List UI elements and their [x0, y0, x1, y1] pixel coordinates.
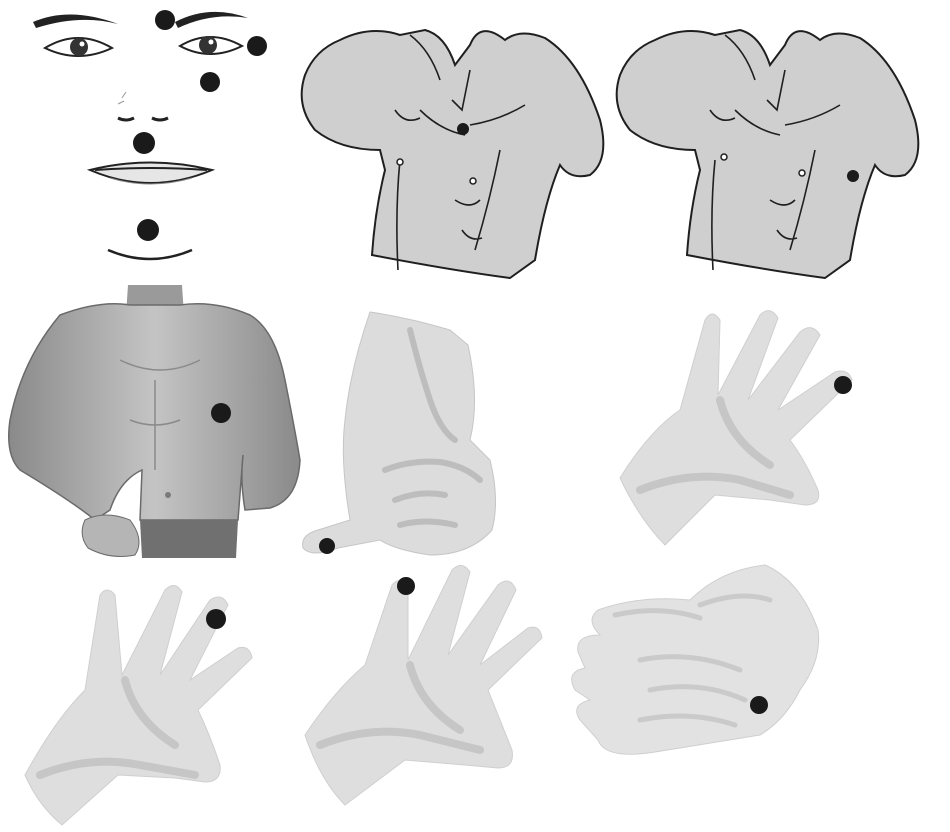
left-eyebrow	[33, 14, 118, 28]
hand-panel-1	[620, 311, 852, 545]
hand-panel-3	[305, 565, 542, 805]
fist-point	[319, 538, 335, 554]
chest-body-2	[617, 30, 919, 278]
right-eyebrow	[175, 12, 248, 28]
hand-3-shape	[305, 565, 542, 805]
torso-hand	[82, 515, 139, 556]
chest-outline-panel-2	[617, 30, 919, 278]
chest-point-1	[457, 123, 469, 135]
hand-1-point	[834, 376, 852, 394]
face-point-temple	[247, 36, 267, 56]
face-panel	[33, 10, 267, 259]
left-eye	[45, 38, 112, 56]
palm-panel	[572, 565, 819, 754]
mouth	[90, 163, 212, 185]
face-point-philtrum	[133, 132, 155, 154]
face-point-chin	[137, 219, 159, 241]
fist-panel	[303, 312, 496, 555]
torso-belt	[140, 520, 238, 558]
torso-point	[211, 403, 231, 423]
nose	[118, 118, 168, 120]
right-eye	[180, 36, 242, 54]
chest-outline-panel-1	[302, 30, 604, 278]
hand-2-point	[206, 609, 226, 629]
torso-panel	[9, 285, 300, 558]
hand-panel-2	[25, 585, 252, 825]
hand-3-point	[397, 577, 415, 595]
palm-point	[750, 696, 768, 714]
fist-forearm	[303, 312, 496, 555]
chest-body-1	[302, 30, 604, 278]
face-point-cheek	[200, 72, 220, 92]
chin-line	[108, 250, 192, 259]
chest-point-2	[847, 170, 859, 182]
face-point-eyebrow	[155, 10, 175, 30]
